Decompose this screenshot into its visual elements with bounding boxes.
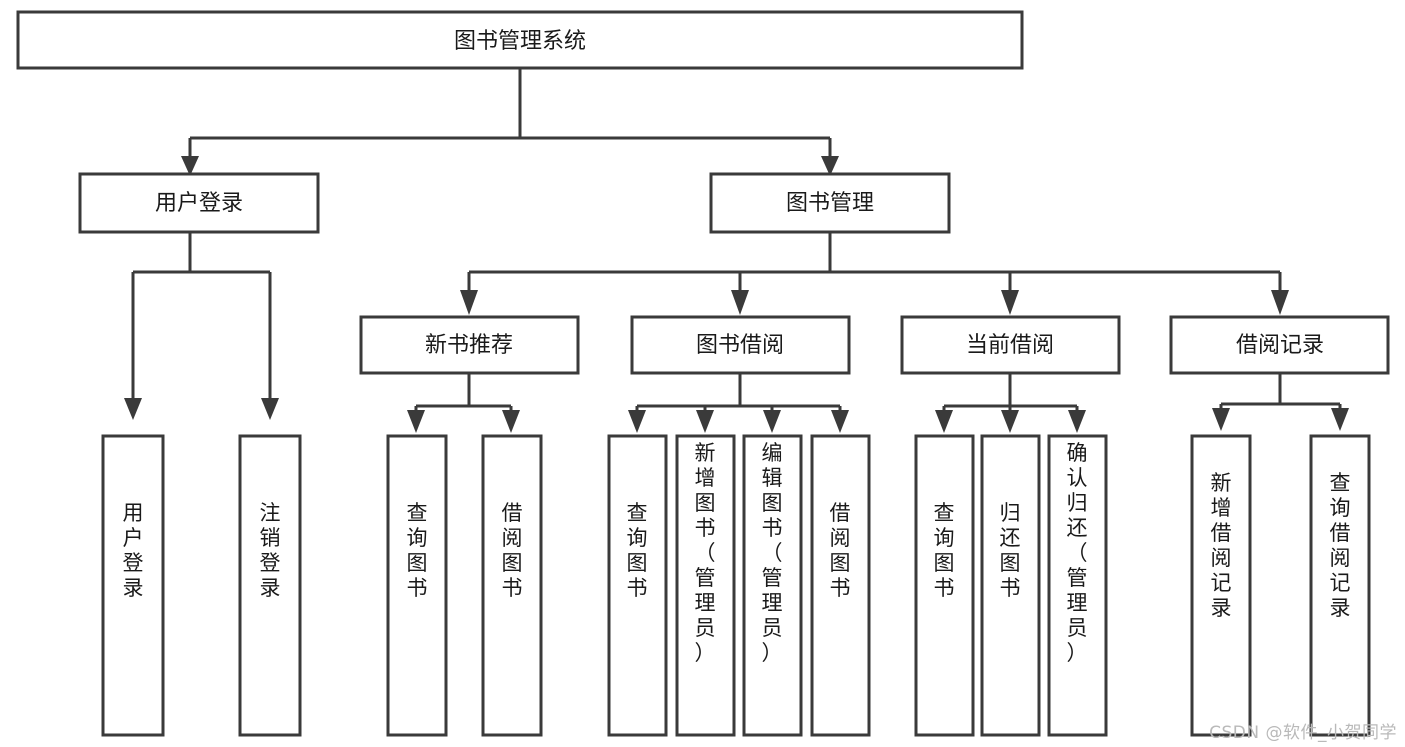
arrow-leaf-query-book-1 (407, 410, 425, 433)
node-leaf-query-book-3-box[interactable] (914, 434, 975, 737)
node-leaf-confirm-return-box[interactable] (1047, 434, 1108, 737)
node-leaf-query-book-2[interactable]: 查询图书 (607, 434, 668, 737)
node-leaf-query-book-1-box[interactable] (386, 434, 448, 737)
arrow-leaf-borrow-book-2 (831, 410, 849, 433)
node-leaf-confirm-return-label: 确认归还（管理员） (1067, 441, 1088, 665)
node-leaf-query-book-1[interactable]: 查询图书 (386, 434, 448, 737)
node-leaf-user-login-box[interactable] (101, 434, 165, 737)
node-new-book-recommend-label: 新书推荐 (425, 333, 513, 358)
node-user-login-box[interactable] (78, 172, 320, 234)
node-leaf-borrow-book-1-box[interactable] (481, 434, 543, 737)
node-leaf-logout-login[interactable]: 注销登录 (238, 434, 302, 737)
node-root-box[interactable] (16, 10, 1024, 70)
node-current-borrow[interactable]: 当前借阅 (900, 315, 1121, 375)
node-leaf-borrow-book-2-label: 借阅图书 (830, 501, 851, 600)
node-leaf-query-book-3[interactable]: 查询图书 (914, 434, 975, 737)
node-current-borrow-label: 当前借阅 (966, 333, 1054, 358)
node-user-login-label: 用户登录 (155, 191, 243, 216)
arrow-user-login (181, 156, 199, 176)
node-leaf-edit-book-box[interactable] (742, 434, 803, 737)
node-leaf-edit-book-label: 编辑图书（管理员） (762, 441, 783, 665)
node-book-borrow-box[interactable] (630, 315, 851, 375)
node-leaf-query-book-1-label: 查询图书 (407, 501, 428, 600)
arrow-new-book-recommend (460, 290, 478, 315)
node-leaf-confirm-return[interactable]: 确认归还（管理员） (1047, 434, 1108, 737)
node-leaf-borrow-book-2-box[interactable] (810, 434, 871, 737)
arrow-leaf-user-login (124, 398, 142, 420)
node-leaf-edit-book[interactable]: 编辑图书（管理员） (742, 434, 803, 737)
node-leaf-logout-login-label: 注销登录 (260, 501, 281, 600)
node-book-management-label: 图书管理 (786, 191, 874, 216)
arrow-leaf-query-record (1331, 408, 1349, 431)
node-leaf-query-book-3-label: 查询图书 (934, 501, 955, 600)
arrow-leaf-add-book (696, 410, 714, 433)
node-book-management[interactable]: 图书管理 (709, 172, 951, 234)
node-leaf-add-book-label: 新增图书（管理员） (695, 441, 716, 665)
arrow-leaf-query-book-2 (628, 410, 646, 433)
arrow-book-borrow (731, 290, 749, 315)
node-book-borrow-label: 图书借阅 (696, 333, 784, 358)
node-leaf-borrow-book-1[interactable]: 借阅图书 (481, 434, 543, 737)
node-book-borrow[interactable]: 图书借阅 (630, 315, 851, 375)
node-leaf-add-book-box[interactable] (675, 434, 736, 737)
node-current-borrow-box[interactable] (900, 315, 1121, 375)
connector-group (124, 68, 1349, 433)
node-leaf-borrow-book-2[interactable]: 借阅图书 (810, 434, 871, 737)
node-leaf-add-record-box[interactable] (1190, 434, 1252, 737)
csdn-watermark: CSDN @软件_小贺同学 (1209, 723, 1397, 743)
node-new-book-recommend[interactable]: 新书推荐 (359, 315, 580, 375)
node-leaf-return-book-box[interactable] (980, 434, 1041, 737)
arrow-leaf-confirm-return (1068, 410, 1086, 433)
node-leaf-add-record[interactable]: 新增借阅记录 (1190, 434, 1252, 737)
node-leaf-add-book[interactable]: 新增图书（管理员） (675, 434, 736, 737)
node-root[interactable]: 图书管理系统 (16, 10, 1024, 70)
arrow-leaf-logout-login (261, 398, 279, 420)
node-root-label: 图书管理系统 (454, 29, 586, 54)
node-leaf-query-book-2-label: 查询图书 (627, 501, 648, 600)
node-leaf-user-login-label: 用户登录 (123, 501, 144, 600)
node-leaf-return-book-label: 归还图书 (1000, 501, 1021, 600)
arrow-current-borrow (1001, 290, 1019, 315)
node-user-login[interactable]: 用户登录 (78, 172, 320, 234)
node-leaf-query-record-label: 查询借阅记录 (1330, 471, 1351, 620)
node-borrow-record-box[interactable] (1169, 315, 1390, 375)
node-leaf-query-record-box[interactable] (1309, 434, 1371, 737)
arrow-borrow-record (1271, 290, 1289, 315)
node-leaf-user-login[interactable]: 用户登录 (101, 434, 165, 737)
arrow-leaf-query-book-3 (935, 410, 953, 433)
arrow-book-management (821, 156, 839, 176)
node-leaf-return-book[interactable]: 归还图书 (980, 434, 1041, 737)
node-borrow-record[interactable]: 借阅记录 (1169, 315, 1390, 375)
arrow-leaf-borrow-book-1 (502, 410, 520, 433)
node-leaf-logout-login-box[interactable] (238, 434, 302, 737)
arrow-leaf-return-book (1001, 410, 1019, 433)
arrow-leaf-add-record (1212, 408, 1230, 431)
node-leaf-query-record[interactable]: 查询借阅记录 (1309, 434, 1371, 737)
node-leaf-add-record-label: 新增借阅记录 (1211, 471, 1232, 620)
node-borrow-record-label: 借阅记录 (1236, 333, 1324, 358)
node-leaf-borrow-book-1-label: 借阅图书 (502, 501, 523, 600)
node-book-management-box[interactable] (709, 172, 951, 234)
arrow-leaf-edit-book (763, 410, 781, 433)
node-leaf-query-book-2-box[interactable] (607, 434, 668, 737)
node-new-book-recommend-box[interactable] (359, 315, 580, 375)
